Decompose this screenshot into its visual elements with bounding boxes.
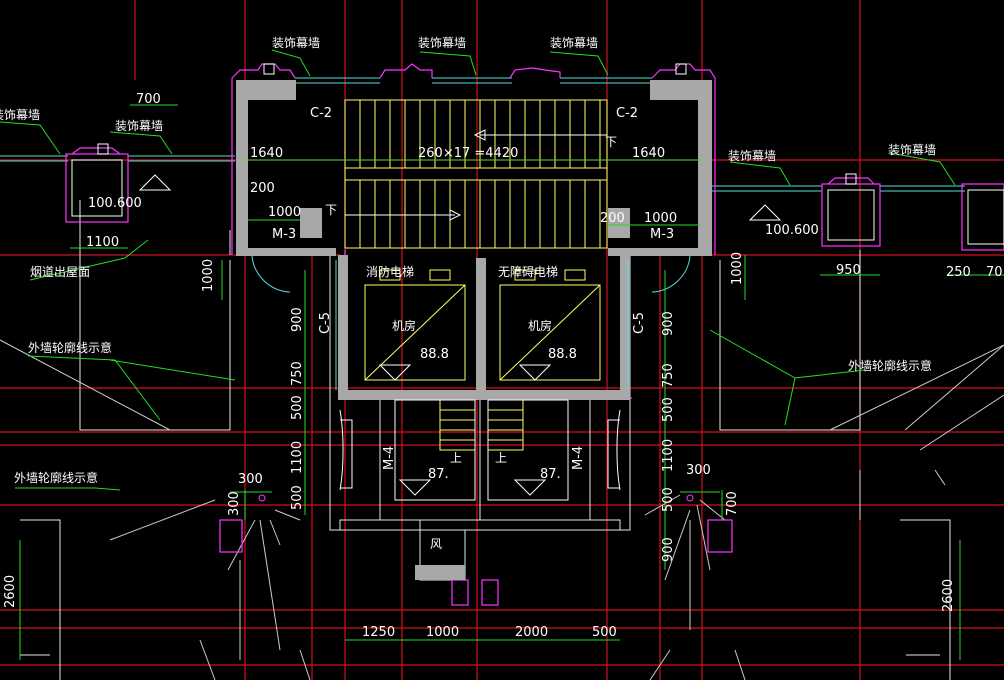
label-flue-outlet: 烟道出屋面 [30,265,90,279]
stair-treads [359,100,601,248]
shaft-outlines [339,399,621,501]
elevation-shaft-left: 87. [428,467,449,482]
stair-arrows [138,129,782,496]
label-curtain-wall-2: 装饰幕墙 [418,36,466,50]
elevation-left-flue: 100.600 [88,196,142,211]
label-outer-wall-left: 外墙轮廓线示意 [28,340,112,355]
dim-950: 950 [836,263,861,278]
label-machine-room-right: 机房 [528,318,552,333]
dim-v750-left: 750 [290,361,305,386]
label-wind: 风 [430,537,442,551]
dim-v900-right: 900 [661,311,676,336]
label-window-c5-right: C-5 [632,312,647,334]
dim-v500-left: 500 [290,395,305,420]
dim-b1250: 1250 [362,625,395,640]
label-curtain-wall-4: 装饰幕墙 [0,108,40,122]
dim-v900b-right: 900 [661,537,676,562]
dim-1000-left: 1000 [268,205,301,220]
column-markers [258,494,694,502]
dim-200-left: 200 [250,181,275,196]
label-window-c5-left: C-5 [318,312,333,334]
door-swings [251,255,691,390]
dim-v500b-left: 500 [290,485,305,510]
dim-70: 70 [986,265,1003,280]
label-door-m3-left: M-3 [272,227,296,242]
dim-v750-right: 750 [661,363,676,388]
dim-300-right: 300 [686,463,711,478]
dim-700: 700 [136,92,161,107]
dim-b1000: 1000 [426,625,459,640]
dim-v900-left: 900 [290,307,305,332]
elevation-shaft-right: 87. [540,467,561,482]
outline-frames [20,200,951,680]
elevation-right-flue: 100.600 [765,223,819,238]
dim-v1000-left: 1000 [201,259,216,292]
perspective-lines [0,339,1004,680]
label-window-c2-left: C-2 [310,106,332,121]
leader-lines [0,49,956,491]
label-curtain-wall-1: 装饰幕墙 [272,36,320,50]
elevation-machine-right: 88.8 [548,347,577,362]
walls [236,80,712,580]
label-curtain-wall-5: 装饰幕墙 [115,119,163,133]
label-stair-down-2: 下 [605,135,617,149]
dim-300-left: 300 [238,472,263,487]
stair [344,99,608,249]
label-stair-down: 下 [325,203,337,217]
label-door-m4-left: M-4 [382,446,397,470]
label-window-c2-right: C-2 [616,106,638,121]
label-door-m3-right: M-3 [650,227,674,242]
dim-v2600-right: 2600 [941,579,956,612]
dim-1100: 1100 [86,235,119,250]
label-nonfire-elevator: 无障碍电梯 [498,264,558,279]
dim-v1100-right: 1100 [661,439,676,472]
label-outer-wall-right: 外墙轮廓线示意 [848,358,932,373]
machine-rooms [364,269,601,381]
dim-v500b-right: 500 [661,487,676,512]
dim-1000-right: 1000 [644,211,677,226]
dim-v300: 300 [227,491,242,516]
label-up-left: 上 [450,451,462,465]
text-layer: 装饰幕墙 装饰幕墙 装饰幕墙 装饰幕墙 装饰幕墙 装饰幕墙 装饰幕墙 烟道出屋面… [0,36,1003,640]
dim-b500: 500 [592,625,617,640]
dim-stair-run: 260×17 =4420 [418,146,518,161]
dim-1640-right: 1640 [632,146,665,161]
dim-b2000: 2000 [515,625,548,640]
pit-ladders [439,399,524,451]
label-outer-wall-bottom: 外墙轮廓线示意 [14,470,98,485]
dim-v1000-right: 1000 [730,252,745,285]
chimney-heads [71,63,1004,245]
dim-1640-left: 1640 [250,146,283,161]
dim-v1100-left: 1100 [290,441,305,474]
dim-v700: 700 [725,491,740,516]
label-curtain-wall-3: 装饰幕墙 [550,36,598,50]
dim-v500-right: 500 [661,397,676,422]
label-fire-elevator: 消防电梯 [366,264,414,279]
label-curtain-wall-7: 装饰幕墙 [888,143,936,157]
magenta-ornaments [65,63,1004,606]
label-curtain-wall-6: 装饰幕墙 [728,149,776,163]
dim-v2600-left: 2600 [3,575,18,608]
label-door-m4-right: M-4 [571,446,586,470]
dim-250: 250 [946,265,971,280]
dim-200-right: 200 [600,211,625,226]
label-machine-room-left: 机房 [392,318,416,333]
curtain-wall-lines [0,77,965,192]
elevation-machine-left: 88.8 [420,347,449,362]
label-up-right: 上 [495,451,507,465]
dimension-lines [19,104,1004,660]
